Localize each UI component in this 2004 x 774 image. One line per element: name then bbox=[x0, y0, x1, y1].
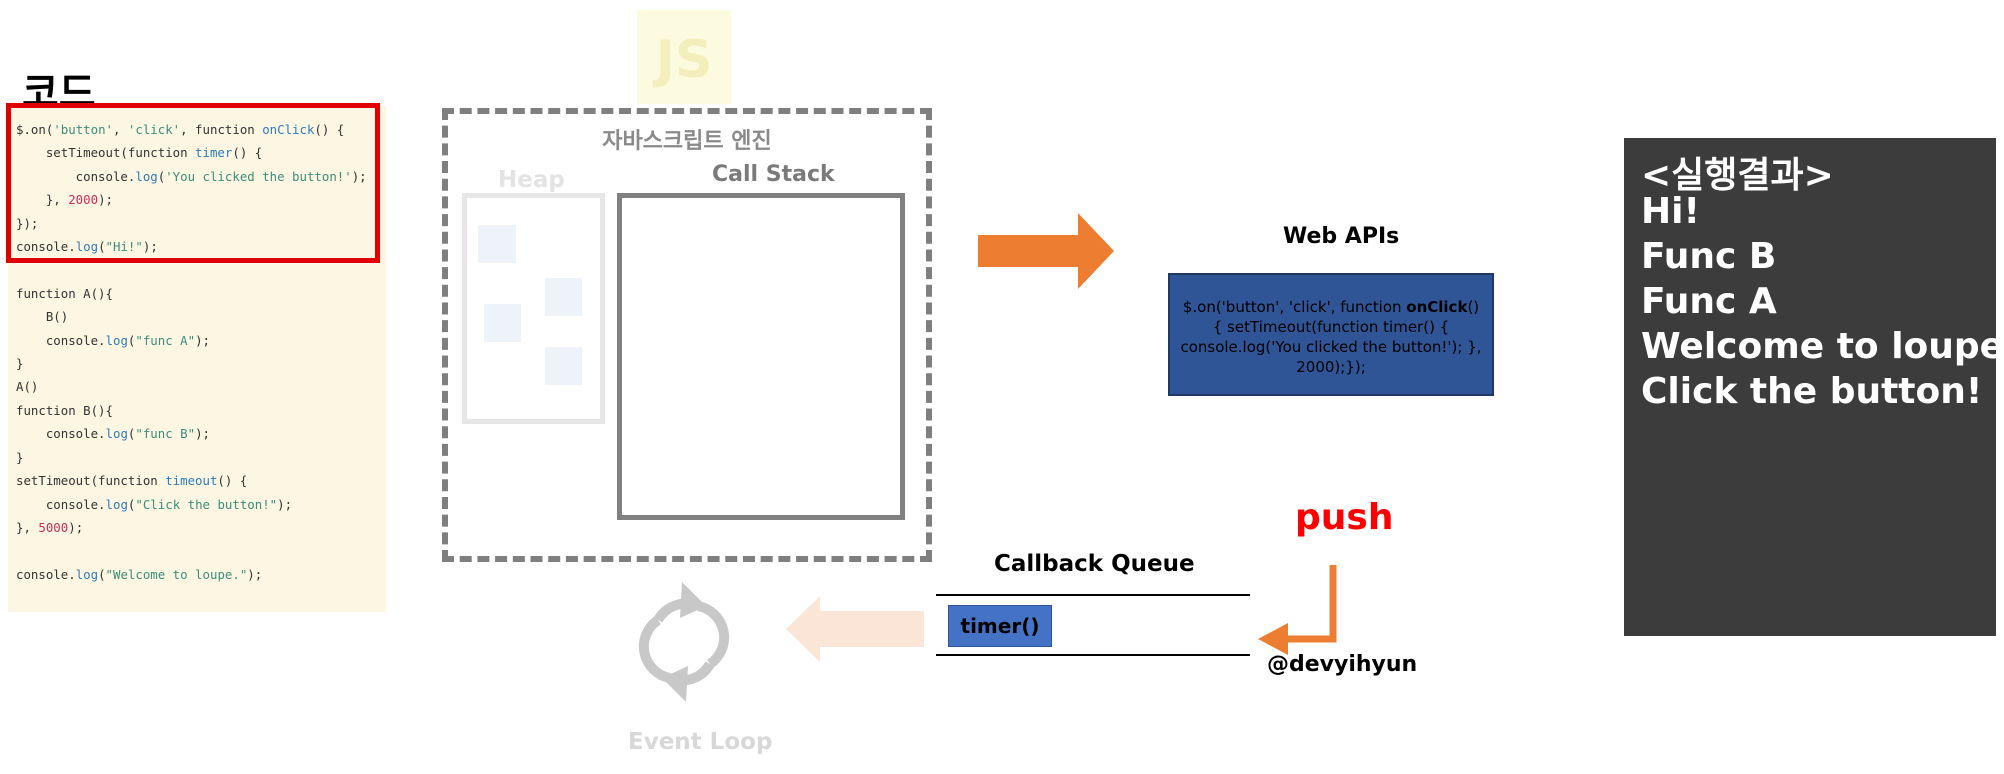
heap-object bbox=[478, 225, 516, 263]
code-line: $.on('button', 'click', function onClick… bbox=[16, 122, 345, 137]
result-line: Click the button! bbox=[1641, 371, 1983, 412]
code-line: B() bbox=[16, 309, 69, 325]
code-line: console.log("func A"); bbox=[16, 332, 210, 348]
push-arrow-icon bbox=[1258, 565, 1337, 655]
result-line: Welcome to loupe. bbox=[1641, 326, 2004, 367]
code-line: }, 2000); bbox=[16, 192, 113, 208]
author-handle: @devyihyun bbox=[1267, 652, 1418, 677]
push-label: push bbox=[1295, 497, 1394, 538]
arrow-right-icon bbox=[978, 213, 1114, 289]
code-block: $.on('button', 'click', function onClick… bbox=[16, 118, 367, 586]
faded-arrow-left-icon bbox=[786, 596, 924, 662]
js-logo bbox=[637, 10, 731, 104]
code-line: console.log("Welcome to loupe."); bbox=[16, 566, 263, 582]
code-line: setTimeout(function timer() { bbox=[16, 145, 263, 161]
web-api-code-bold: onClick bbox=[1406, 298, 1468, 316]
queue-bottom-line bbox=[936, 654, 1250, 656]
call-stack-label: Call Stack bbox=[712, 162, 835, 187]
result-line: Hi! bbox=[1641, 191, 1700, 232]
web-api-code-post: () { setTimeout(function timer() { conso… bbox=[1180, 298, 1482, 376]
callback-queue-label: Callback Queue bbox=[994, 551, 1195, 577]
web-api-item: $.on('button', 'click', function onClick… bbox=[1168, 273, 1494, 396]
code-line: console.log('You clicked the button!'); bbox=[16, 168, 367, 184]
code-highlight-box bbox=[6, 103, 380, 263]
result-line: Func A bbox=[1641, 281, 1777, 322]
code-line: }, 5000); bbox=[16, 519, 84, 535]
code-line: function B(){ bbox=[16, 402, 113, 418]
code-line: setTimeout(function timeout() { bbox=[16, 473, 248, 489]
heap-object bbox=[545, 347, 582, 385]
result-line: <실행결과> bbox=[1641, 155, 1834, 196]
javascript-engine-box bbox=[442, 108, 932, 562]
code-line: console.log("Hi!"); bbox=[16, 239, 158, 255]
web-api-code-pre: $.on('button', 'click', function bbox=[1182, 298, 1407, 316]
code-line: } bbox=[16, 449, 24, 465]
heap-object bbox=[545, 278, 582, 316]
result-panel bbox=[1624, 138, 1996, 636]
code-line: console.log("Click the button!"); bbox=[16, 496, 293, 512]
heap-box bbox=[462, 193, 605, 424]
result-line: Func B bbox=[1641, 236, 1777, 277]
code-line: }); bbox=[16, 215, 39, 231]
code-line: console.log("func B"); bbox=[16, 426, 210, 442]
code-line: } bbox=[16, 356, 24, 372]
queue-top-line bbox=[936, 594, 1250, 596]
heap-label: Heap bbox=[498, 167, 565, 193]
engine-title: 자바스크립트 엔진 bbox=[602, 129, 772, 154]
js-logo-text: JS bbox=[655, 30, 713, 90]
event-loop-label: Event Loop bbox=[628, 729, 773, 755]
code-line: A() bbox=[16, 379, 39, 395]
event-loop-icon bbox=[638, 582, 730, 702]
code-line: function A(){ bbox=[16, 285, 113, 301]
code-panel bbox=[8, 106, 386, 612]
heap-object bbox=[484, 304, 521, 342]
queue-item-timer: timer() bbox=[948, 605, 1052, 647]
web-apis-label: Web APIs bbox=[1283, 224, 1400, 249]
call-stack-box bbox=[617, 193, 905, 520]
